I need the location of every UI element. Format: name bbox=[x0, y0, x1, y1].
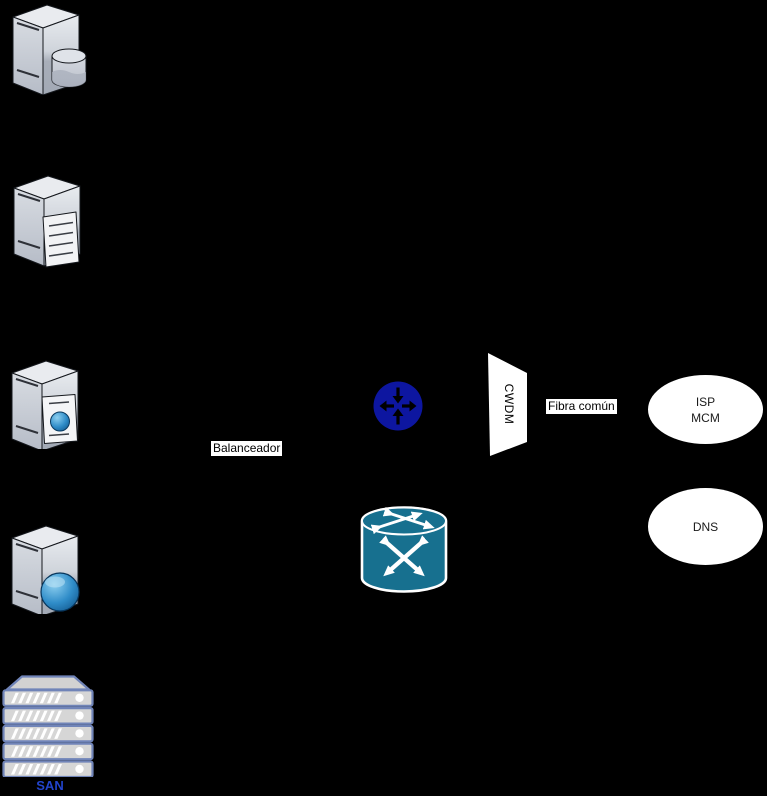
fibra-comun-label: Fibra común bbox=[546, 399, 617, 414]
globe-icon bbox=[40, 572, 80, 612]
app-card-icon bbox=[41, 394, 78, 444]
application-server-icon bbox=[11, 360, 79, 449]
san-label: SAN bbox=[36, 778, 64, 793]
dns-node-label: DNS bbox=[692, 519, 719, 534]
router-icon bbox=[373, 381, 423, 431]
balanceador-label: Balanceador bbox=[211, 441, 283, 456]
san-storage-icon bbox=[2, 675, 94, 777]
database-server-icon bbox=[12, 4, 87, 95]
isp-node-line2: MCM bbox=[691, 410, 720, 425]
isp-node-line1: ISP bbox=[695, 394, 716, 409]
isp-node: ISP MCM bbox=[648, 375, 763, 444]
multilayer-switch-icon bbox=[360, 506, 448, 593]
cwdm-mux-icon bbox=[488, 353, 527, 456]
document-icon bbox=[42, 211, 80, 268]
file-server-icon bbox=[13, 175, 81, 268]
web-server-icon bbox=[11, 525, 80, 614]
cwdm-label: CWDM bbox=[502, 383, 516, 425]
database-cylinder-icon bbox=[51, 48, 87, 88]
dns-node: DNS bbox=[648, 488, 763, 565]
